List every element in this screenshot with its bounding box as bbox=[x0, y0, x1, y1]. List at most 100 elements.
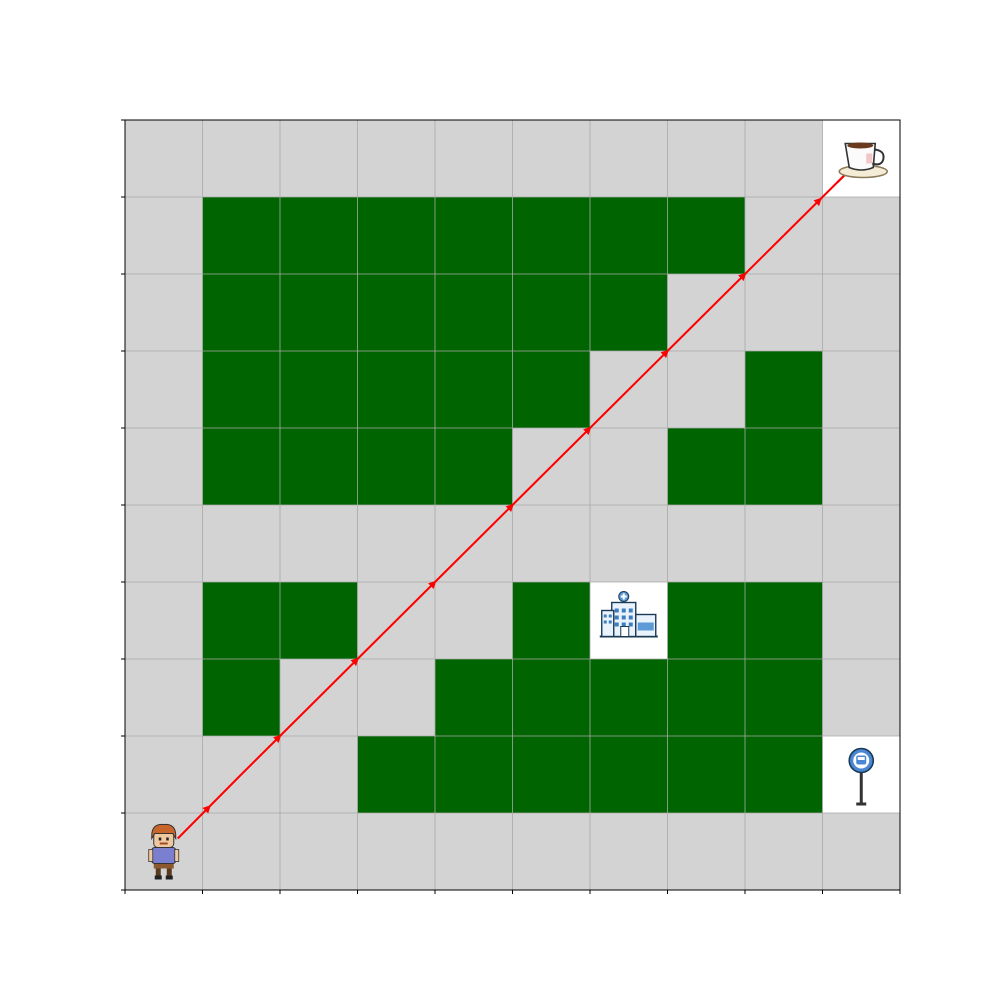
person-icon bbox=[148, 823, 180, 880]
cell-obstacle-r4c1 bbox=[202, 428, 281, 506]
axis-ticks bbox=[121, 119, 901, 894]
cell-road-r8c2 bbox=[280, 736, 358, 814]
cell-obstacle-r8c4 bbox=[435, 736, 513, 814]
cell-obstacle-r7c6 bbox=[590, 659, 668, 737]
cell-road-r6c9 bbox=[822, 582, 901, 660]
cell-obstacle-r3c5 bbox=[512, 351, 591, 429]
cell-road-r5c9 bbox=[822, 505, 901, 583]
cell-obstacle-r3c1 bbox=[202, 351, 281, 429]
cell-road-r6c4 bbox=[435, 582, 513, 660]
cell-road-r2c8 bbox=[745, 274, 823, 352]
route-line bbox=[744, 234, 785, 275]
cell-road-r0c3 bbox=[357, 120, 436, 198]
cell-road-r5c5 bbox=[512, 505, 591, 583]
cell-obstacle-r2c6 bbox=[590, 274, 668, 352]
cell-obstacle-r3c4 bbox=[435, 351, 513, 429]
cell-obstacle-r1c1 bbox=[202, 197, 281, 275]
cell-obstacle-r3c3 bbox=[357, 351, 436, 429]
route-arrow bbox=[783, 197, 822, 237]
cell-obstacle-r6c5 bbox=[512, 582, 591, 660]
cell-road-r7c9 bbox=[822, 659, 901, 737]
route-segment bbox=[395, 542, 475, 622]
cell-obstacle-r3c2 bbox=[280, 351, 358, 429]
route-arrow bbox=[318, 657, 359, 699]
route-line bbox=[208, 773, 242, 808]
cell-road-r9c1 bbox=[202, 813, 281, 891]
cell-road-r9c9 bbox=[822, 813, 901, 891]
route-segment bbox=[550, 388, 630, 468]
route-line bbox=[589, 388, 630, 429]
cell-road-r9c7 bbox=[667, 813, 746, 891]
cell-road-r5c8 bbox=[745, 505, 823, 583]
cell-obstacle-r1c4 bbox=[435, 197, 513, 275]
cell-road-r5c3 bbox=[357, 505, 436, 583]
bus-stop-sign-icon bbox=[848, 747, 875, 806]
cell-obstacle-r4c4 bbox=[435, 428, 513, 506]
cell-obstacle-r7c1 bbox=[202, 659, 281, 737]
grid-cells bbox=[125, 120, 901, 891]
cell-road-r3c7 bbox=[667, 351, 746, 429]
route-line bbox=[279, 696, 320, 737]
route-segment bbox=[473, 465, 552, 545]
cell-road-r6c0 bbox=[125, 582, 203, 660]
cell-obstacle-r4c3 bbox=[357, 428, 436, 506]
cell-road-r9c6 bbox=[590, 813, 668, 891]
cell-obstacle-r7c7 bbox=[667, 659, 746, 737]
cell-road-r1c0 bbox=[125, 197, 203, 275]
cell-obstacle-r8c8 bbox=[745, 736, 823, 814]
cell-road-r3c9 bbox=[822, 351, 901, 429]
cell-road-r2c9 bbox=[822, 274, 901, 352]
cell-road-r0c5 bbox=[512, 120, 591, 198]
route-arrow bbox=[550, 426, 592, 468]
cell-road-r9c2 bbox=[280, 813, 358, 891]
route-arrow bbox=[705, 272, 747, 314]
cell-road-r5c2 bbox=[280, 505, 358, 583]
cell-road-r0c8 bbox=[745, 120, 823, 198]
route-line bbox=[666, 311, 707, 352]
route-segment bbox=[705, 234, 785, 314]
cell-road-r9c5 bbox=[512, 813, 591, 891]
cell-obstacle-r1c2 bbox=[280, 197, 358, 275]
cell-obstacle-r6c7 bbox=[667, 582, 746, 660]
map-icons bbox=[148, 142, 888, 880]
cell-obstacle-r8c6 bbox=[590, 736, 668, 814]
cell-obstacle-r4c8 bbox=[745, 428, 823, 506]
cell-road-r0c6 bbox=[590, 120, 668, 198]
cell-obstacle-r6c8 bbox=[745, 582, 823, 660]
cell-road-r9c3 bbox=[357, 813, 436, 891]
cell-obstacle-r7c4 bbox=[435, 659, 513, 737]
route-arrow bbox=[240, 734, 282, 776]
cell-road-r2c0 bbox=[125, 274, 203, 352]
cell-road-r3c0 bbox=[125, 351, 203, 429]
cell-road-r8c0 bbox=[125, 736, 203, 814]
cell-road-r0c1 bbox=[202, 120, 281, 198]
cell-road-r4c6 bbox=[590, 428, 668, 506]
route-segment bbox=[628, 311, 707, 391]
cell-road-r5c7 bbox=[667, 505, 746, 583]
cell-obstacle-r7c8 bbox=[745, 659, 823, 737]
cell-road-r1c9 bbox=[822, 197, 901, 275]
cell-road-r7c3 bbox=[357, 659, 436, 737]
cell-road-r4c0 bbox=[125, 428, 203, 506]
route-segment bbox=[177, 773, 242, 840]
cell-road-r7c0 bbox=[125, 659, 203, 737]
cell-obstacle-r7c5 bbox=[512, 659, 591, 737]
route-arrow bbox=[628, 349, 669, 391]
route-path bbox=[177, 161, 859, 840]
cell-road-r0c7 bbox=[667, 120, 746, 198]
cell-obstacle-r2c4 bbox=[435, 274, 513, 352]
cell-obstacle-r4c2 bbox=[280, 428, 358, 506]
cell-obstacle-r1c5 bbox=[512, 197, 591, 275]
cell-obstacle-r2c2 bbox=[280, 274, 358, 352]
cell-obstacle-r6c1 bbox=[202, 582, 281, 660]
cell-obstacle-r8c7 bbox=[667, 736, 746, 814]
cell-road-r9c4 bbox=[435, 813, 513, 891]
cell-road-r0c2 bbox=[280, 120, 358, 198]
cell-obstacle-r2c5 bbox=[512, 274, 591, 352]
cell-obstacle-r8c3 bbox=[357, 736, 436, 814]
hospital-building-icon bbox=[599, 591, 658, 638]
coffee-cup-icon bbox=[838, 142, 888, 179]
route-arrow bbox=[473, 503, 514, 545]
cell-obstacle-r4c7 bbox=[667, 428, 746, 506]
